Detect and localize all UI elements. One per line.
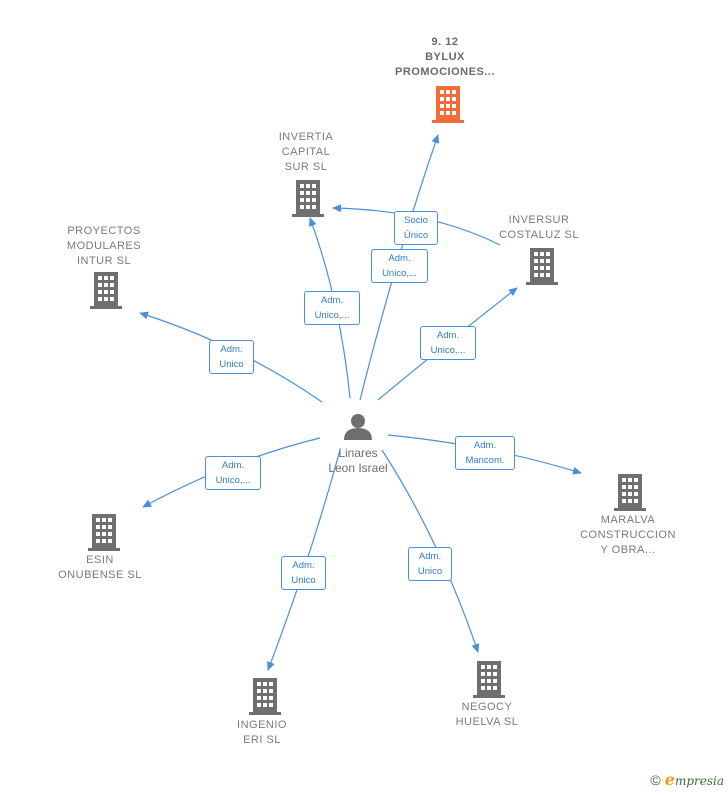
relation-badge-invertia: Adm. Unico,... — [304, 291, 360, 325]
relation-badge-ingenio: Adm. Unico — [281, 556, 326, 590]
copyright-icon: © — [650, 771, 661, 788]
relation-badge-inversur: Adm. Unico,... — [420, 326, 476, 360]
node-label-invertia[interactable]: INVERTIA CAPITAL SUR SL — [278, 131, 334, 173]
person-icon[interactable] — [344, 414, 372, 440]
node-label-bylux[interactable]: 9. 12 BYLUX PROMOCIONES... — [395, 36, 495, 78]
node-label-esin[interactable]: ESIN ONUBENSE SL — [58, 554, 142, 581]
building-icon-esin[interactable] — [88, 514, 120, 551]
relation-badge-maralva: Adm. Mancom. — [455, 436, 515, 470]
building-icon-negocy[interactable] — [473, 661, 505, 698]
node-label-proyectos[interactable]: PROYECTOS MODULARES INTUR SL — [66, 225, 142, 267]
building-icon-maralva[interactable] — [614, 474, 646, 511]
relation-badge-esin: Adm. Unico,... — [205, 456, 261, 490]
relation-badge-negocy: Adm. Unico — [408, 547, 452, 581]
node-label-negocy[interactable]: NEGOCY HUELVA SL — [455, 701, 519, 728]
node-label-inversur[interactable]: INVERSUR COSTALUZ SL — [499, 214, 579, 241]
person-name-label[interactable]: Linares Leon Israel — [328, 446, 388, 475]
brand-logo: empresia — [664, 770, 724, 789]
relation-badge-bylux-adm: Adm. Unico,... — [371, 249, 428, 283]
building-icon-invertia[interactable] — [292, 180, 324, 217]
relation-badge-socio: Socio Único — [394, 211, 438, 245]
building-icon-ingenio[interactable] — [249, 678, 281, 715]
node-label-maralva[interactable]: MARALVA CONSTRUCCION Y OBRA... — [580, 514, 676, 556]
building-icon-proyectos[interactable] — [90, 272, 122, 309]
building-icon-bylux[interactable] — [432, 86, 464, 123]
node-label-ingenio[interactable]: INGENIO ERI SL — [237, 719, 287, 746]
footer-brand[interactable]: © empresia — [650, 770, 724, 789]
building-icon-inversur[interactable] — [526, 248, 558, 285]
relation-badge-proyectos: Adm. Unico — [209, 340, 254, 374]
edge-negocy — [381, 449, 480, 653]
